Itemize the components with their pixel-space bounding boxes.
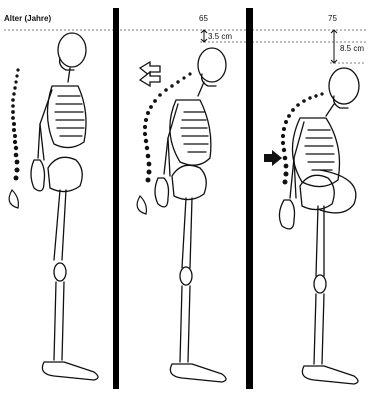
spine-detail-young xyxy=(11,68,20,180)
curvature-arrow-65 xyxy=(140,62,160,86)
hump-arrow-75 xyxy=(264,150,282,166)
height-loss-label-75: 8.5 cm xyxy=(340,44,364,53)
skeleton-65 xyxy=(155,48,226,382)
skeleton-young xyxy=(31,33,98,380)
height-loss-marker-75 xyxy=(331,30,337,63)
age-label-65: 65 xyxy=(199,14,208,23)
height-loss-label-65: 3.5 cm xyxy=(208,32,232,41)
sacrum-65 xyxy=(137,196,146,214)
divider-left xyxy=(113,8,119,389)
axis-label: Alter (Jahre) xyxy=(4,14,51,23)
sacrum-young xyxy=(9,190,18,208)
divider-right xyxy=(246,8,253,389)
height-loss-marker-65 xyxy=(201,30,207,42)
skeleton-75 xyxy=(279,68,359,384)
age-label-75: 75 xyxy=(328,14,337,23)
